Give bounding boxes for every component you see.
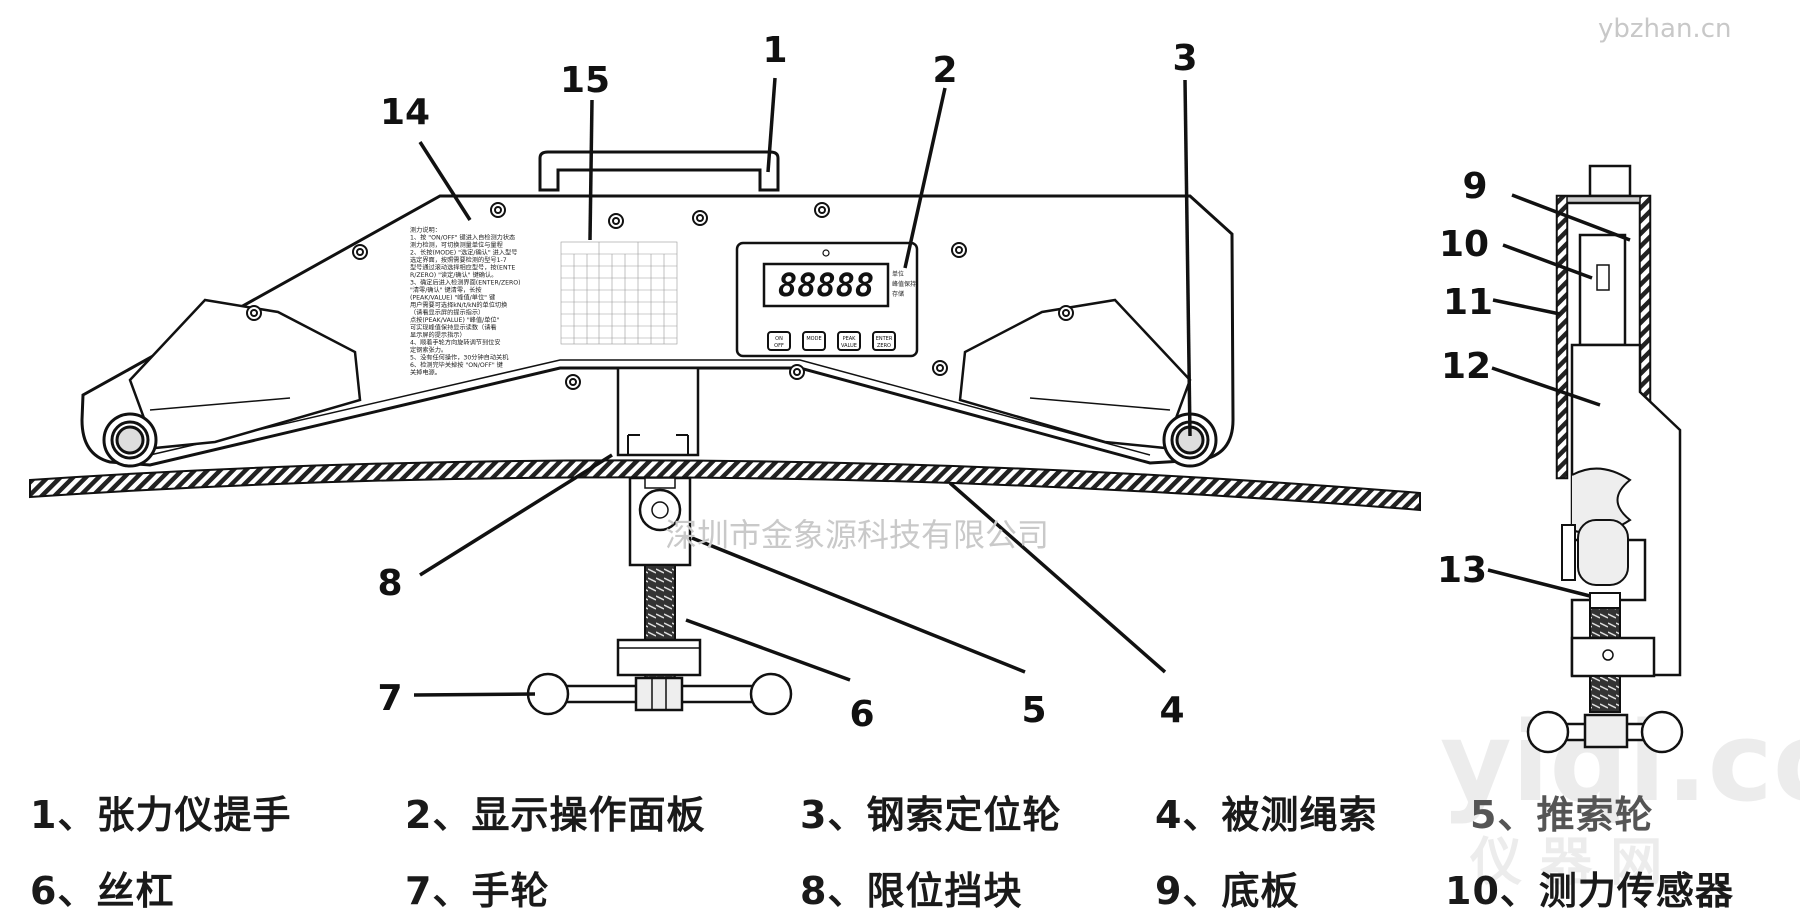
limit-stop-block	[616, 366, 700, 457]
instruction-line: 用户需要可选择kN/t/kN的单位切换	[410, 301, 507, 309]
side-screw-nut	[1589, 592, 1621, 609]
callout-10: 10	[1439, 224, 1489, 265]
lead-screw	[644, 564, 676, 641]
panel-key[interactable]	[837, 331, 861, 351]
panel-key-label: VALUE	[841, 343, 857, 349]
carry-handle	[538, 150, 780, 192]
panel-key-label: OFF	[774, 343, 784, 349]
screw-nut-block	[616, 638, 702, 677]
legend-item: 3、钢索定位轮	[800, 793, 1062, 837]
callout-8: 8	[377, 563, 402, 604]
callout-7: 7	[377, 678, 402, 719]
legend-item: 9、底板	[1155, 869, 1300, 913]
instruction-line: 显示屏的提示指示）	[410, 331, 466, 339]
panel-key-label: MODE	[806, 336, 821, 342]
instruction-line: 5、没有任何操作，30分钟自动关机	[410, 354, 509, 362]
callout-9: 9	[1462, 166, 1487, 207]
calibration-table	[560, 241, 678, 345]
instruction-line: "清零/确认" 键清零，长按	[410, 286, 482, 294]
callout-15: 15	[560, 60, 610, 101]
tensiometer-main	[80, 150, 1235, 468]
instruction-line: 3、确定后进入检测界面(ENTER/ZERO)	[410, 279, 521, 287]
legend-item: 7、手轮	[405, 869, 550, 913]
site-watermark: ybzhan.cn	[1598, 14, 1732, 44]
legend-item: 6、丝杠	[30, 869, 175, 913]
callout-13: 13	[1437, 550, 1487, 591]
panel-key[interactable]	[802, 331, 826, 351]
panel-key-label: ON	[775, 336, 783, 342]
instruction-line: 关掉电源。	[410, 369, 441, 377]
lcd-readout: 88888	[778, 266, 874, 304]
callout-1: 1	[762, 30, 787, 71]
handwheel	[526, 672, 793, 716]
callout-2: 2	[932, 50, 957, 91]
callout-11: 11	[1443, 282, 1493, 323]
instruction-line: 定钢索张力。	[410, 346, 447, 354]
display-side-label: 单位	[892, 270, 904, 278]
instruction-line: 选定界面，按照需要检测的型号1-7	[410, 256, 507, 264]
left-plate	[128, 298, 362, 450]
instruction-line: (PEAK/VALUE) "峰值/单位" 键	[410, 294, 495, 302]
instruction-line: 测力说明：	[410, 226, 441, 234]
callout-3: 3	[1172, 38, 1197, 79]
legend-item: 8、限位挡块	[800, 869, 1023, 913]
callout-5: 5	[1021, 690, 1046, 731]
callout-12: 12	[1441, 346, 1491, 387]
side-handwheel	[1526, 710, 1684, 754]
callout-14: 14	[380, 92, 430, 133]
right-positioning-wheel	[1162, 412, 1218, 468]
company-watermark: 深圳市金象源科技有限公司	[665, 516, 1050, 554]
instruction-line: 测力检测，可切换测量单位与量程	[410, 241, 503, 249]
measured-rope	[29, 459, 1421, 512]
instruction-line: 点按(PEAK/VALUE) "峰值/单位"	[410, 316, 500, 324]
right-plate	[958, 298, 1192, 450]
instruction-line: R/ZERO) "读定/确认" 键确认。	[410, 271, 497, 279]
instruction-line: 型号通过滚动选择相应型号，按(ENTE	[410, 264, 515, 272]
display-side-label: 峰值保持	[892, 280, 916, 288]
legend-item: 2、显示操作面板	[405, 793, 706, 837]
callout-4: 4	[1159, 690, 1184, 731]
legend-item: 4、被测绳索	[1155, 793, 1378, 837]
panel-key-label: ENTER	[876, 336, 893, 342]
legend-item: 5、推索轮	[1470, 793, 1654, 837]
instruction-line: （请看显示屏的提示指示）	[410, 309, 484, 317]
instruction-line: 可实现峰值保持显示读数（请看	[410, 324, 497, 332]
instruction-text: 测力说明：1、按 "ON/OFF" 键进入自检测力状态测力检测，可切换测量单位与…	[410, 226, 521, 377]
instruction-line: 2、长按(MODE) "选定/确认" 进入型号	[410, 249, 517, 257]
panel-key[interactable]	[767, 331, 791, 351]
instruction-line: 4、顺着手轮方向旋转调节到位安	[410, 339, 501, 347]
left-positioning-wheel	[102, 412, 158, 468]
callout-6: 6	[849, 694, 874, 735]
bg-logo-sub: 仪 器 网	[1469, 833, 1662, 893]
display-side-label: 存储	[892, 290, 904, 298]
lower-assembly	[526, 476, 793, 716]
instruction-line: 6、检测完毕关掉按 "ON/OFF" 键	[410, 361, 503, 369]
panel-key-label: PEAK	[843, 336, 857, 342]
bolts	[246, 202, 1074, 390]
legend-item: 1、张力仪提手	[30, 793, 292, 837]
tensiometer-side-view	[1526, 164, 1684, 754]
panel-key[interactable]	[872, 331, 896, 351]
instruction-line: 1、按 "ON/OFF" 键进入自检测力状态	[410, 234, 515, 242]
legend-item: 10、测力传感器	[1445, 869, 1734, 913]
leader-lines	[413, 77, 1631, 697]
panel-key-label: ZERO	[877, 343, 891, 349]
